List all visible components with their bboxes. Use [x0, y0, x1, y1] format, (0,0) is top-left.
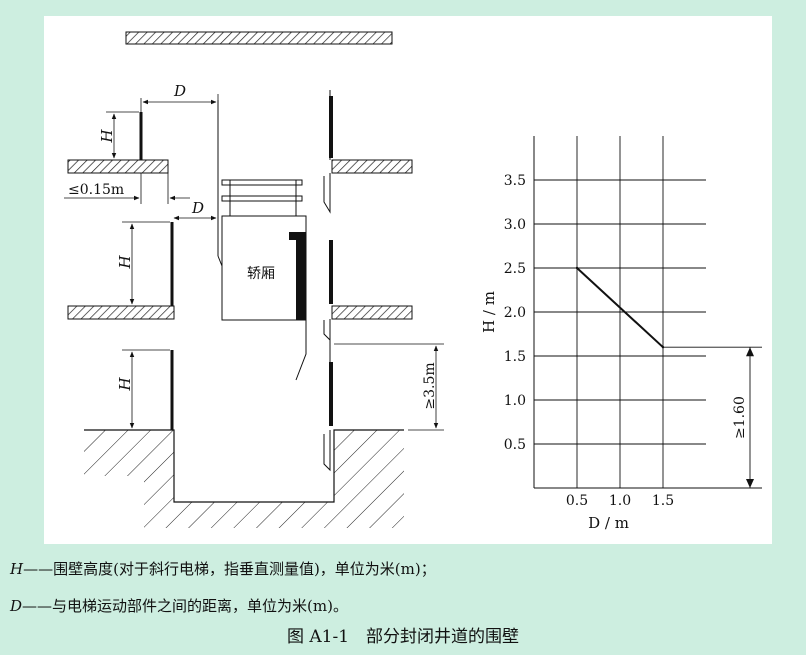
dim-160-arrow-top: [746, 347, 754, 357]
right-apron-1: [323, 173, 331, 214]
car-apron: [295, 320, 307, 381]
right-door-2: [329, 240, 333, 304]
ground-hatch: [84, 430, 404, 528]
right-door-3: [329, 362, 333, 426]
legend-h-symbol: H: [10, 560, 24, 578]
figure-svg: 轿厢 D D ≤0.15m H H H: [64, 31, 762, 532]
ground-line-left: [84, 429, 404, 503]
car-door: [296, 232, 306, 320]
chart-group: 0.5 1.0 1.5 0.5 1.0 1.5 2.0 2.5 3.0 3.5 D / m H …: [480, 136, 762, 532]
ceiling-slab: [125, 31, 393, 45]
chart-ylabel: H / m: [480, 291, 498, 333]
dim-h3-label: H: [116, 377, 134, 392]
dim-160-label: ≥1.60: [732, 396, 748, 439]
y-tick-label-6: 3.5: [504, 173, 526, 189]
series-point-0-0: [575, 266, 579, 270]
right-door-1: [329, 96, 333, 158]
chart-series: [575, 266, 665, 349]
figure-panel: 轿厢 D D ≤0.15m H H H: [44, 16, 772, 544]
legend-d-text: ——与电梯运动部件之间的距离，单位为米(m)。: [22, 597, 348, 615]
gap-015-label: ≤0.15m: [68, 182, 124, 198]
car-roof-rail-1: [221, 179, 303, 186]
x-tick-label-1: 1.0: [609, 493, 631, 509]
right-apron-2: [323, 319, 331, 342]
y-tick-label-1: 1.0: [504, 393, 526, 409]
dim-h1-label: H: [98, 129, 116, 144]
chart-xlabel: D / m: [588, 514, 629, 532]
chart-yticks: 0.5 1.0 1.5 2.0 2.5 3.0 3.5: [504, 173, 526, 453]
legend-d-symbol: D: [10, 597, 23, 615]
chart-axes: [533, 136, 706, 489]
chart-annotation: ≥1.60: [663, 346, 762, 489]
y-tick-label-2: 1.5: [504, 349, 526, 365]
left-slab-2: [67, 305, 175, 320]
legend-h-text: ——围壁高度(对于斜行电梯，指垂直测量值)，单位为米(m)；: [23, 560, 436, 578]
shaft-diagram: 轿厢 D D ≤0.15m H H H: [64, 31, 444, 528]
car-guide-shoe: [217, 255, 223, 286]
right-slab-2: [331, 305, 413, 320]
y-tick-label-3: 2.0: [504, 305, 526, 321]
car-door-top: [289, 232, 301, 240]
gap-35-label: ≥3.5m: [422, 362, 438, 409]
x-tick-label-2: 1.5: [652, 493, 674, 509]
x-tick-label-0: 0.5: [566, 493, 588, 509]
y-tick-label-0: 0.5: [504, 437, 526, 453]
chart-grid: [534, 136, 706, 488]
y-tick-label-5: 3.0: [504, 217, 526, 233]
dim-d-top-label: D: [173, 82, 186, 100]
car-label: 轿厢: [247, 266, 275, 282]
right-apron-3: [323, 430, 331, 472]
series-line-0: [576, 267, 664, 348]
dim-h2-label: H: [116, 255, 134, 270]
dim-160-arrow-bot: [746, 479, 754, 488]
car-roof-rail-2: [221, 195, 303, 202]
chart-xticks: 0.5 1.0 1.5: [566, 493, 674, 509]
right-slab-1: [331, 159, 413, 174]
figure-caption: 图 A1-1 部分封闭井道的围壁: [286, 627, 520, 647]
legend-h: H——围壁高度(对于斜行电梯，指垂直测量值)，单位为米(m)；: [10, 558, 436, 579]
legend-d: D——与电梯运动部件之间的距离，单位为米(m)。: [10, 595, 348, 616]
left-slab-1: [67, 159, 169, 174]
dim-d-mid-label: D: [191, 199, 204, 217]
y-tick-label-4: 2.5: [504, 261, 526, 277]
